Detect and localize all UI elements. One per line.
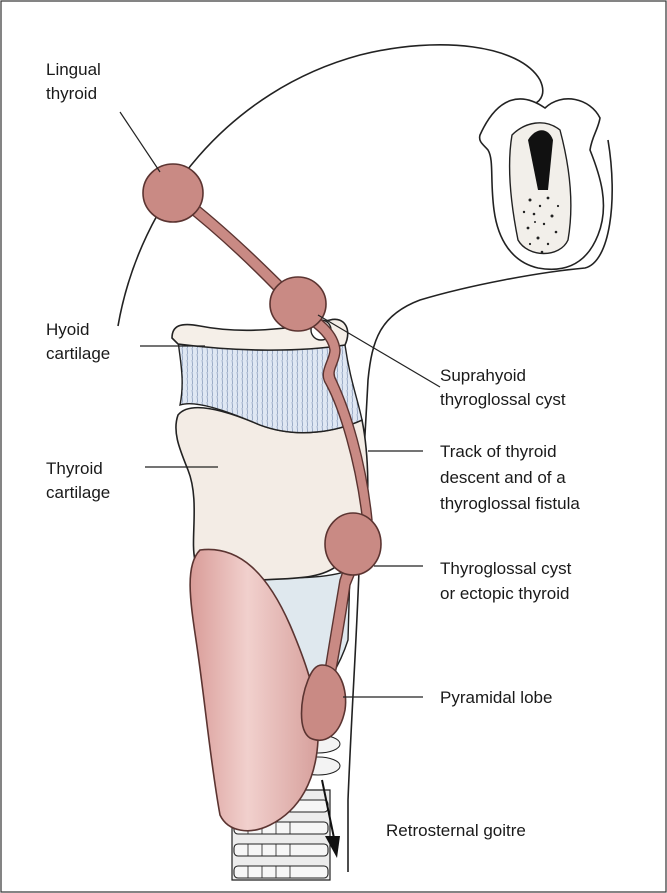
label-track-line3: thyroglossal fistula <box>440 494 580 513</box>
label-thyroid-cartilage-line2: cartilage <box>46 483 110 502</box>
label-track-line1: Track of thyroid <box>440 442 557 461</box>
label-retrosternal-goitre: Retrosternal goitre <box>386 821 526 840</box>
label-thyroid-cartilage-line1: Thyroid <box>46 459 103 478</box>
label-suprahyoid-line2: thyroglossal cyst <box>440 390 566 409</box>
label-lingual-line1: Lingual <box>46 60 101 79</box>
label-cyst-line1: Thyroglossal cyst <box>440 559 572 578</box>
label-hyoid-line2: cartilage <box>46 344 110 363</box>
label-hyoid-line1: Hyoid <box>46 320 89 339</box>
label-track-line2: descent and of a <box>440 468 566 487</box>
label-pyramidal-lobe: Pyramidal lobe <box>440 688 552 707</box>
label-suprahyoid-line1: Suprahyoid <box>440 366 526 385</box>
suprahyoid-cyst <box>270 277 326 331</box>
label-lingual-line2: thyroid <box>46 84 97 103</box>
lingual-thyroid-mass <box>143 164 203 222</box>
label-cyst-line2: or ectopic thyroid <box>440 584 569 603</box>
thyroglossal-cyst <box>325 513 381 575</box>
